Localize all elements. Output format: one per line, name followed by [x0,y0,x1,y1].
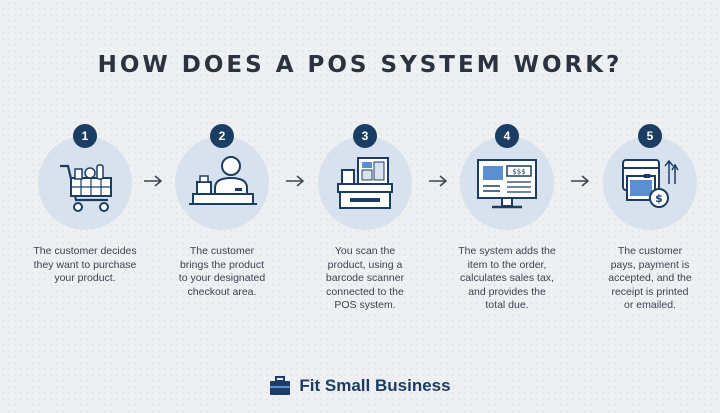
page-title: HOW DOES A POS SYSTEM WORK? [97,52,623,78]
monitor-total-icon: $$$ [460,136,554,230]
payment-icon: $ [603,136,697,230]
step-number-badge: 2 [210,124,234,148]
step-number-badge: 1 [73,124,97,148]
brand-footer: Fit Small Business [0,376,720,396]
arrow-right-icon [571,175,590,187]
arrow-right-icon [144,175,163,187]
step-description: You scan the product, using a barcode sc… [325,245,405,311]
pos-terminal-icon [318,136,412,230]
step-number-badge: 4 [495,124,519,148]
brand-name[interactable]: Fit Small Business [299,376,451,395]
svg-text:$: $ [655,192,663,205]
arrow-right-icon [429,175,448,187]
step-number-badge: 3 [353,124,377,148]
step-number-badge: 5 [638,124,662,148]
step-description: The customer decides they want to purcha… [33,245,137,284]
arrow-right-icon [286,175,305,187]
shopping-cart-icon [38,136,132,230]
step-description: The customer brings the product to your … [178,245,266,298]
svg-text:$$$: $$$ [512,168,525,176]
briefcase-logo-icon [270,376,291,395]
step-description: The system adds the item to the order, c… [458,245,556,311]
checkout-clerk-icon [175,136,269,230]
step-description: The customer pays, payment is accepted, … [608,245,692,311]
